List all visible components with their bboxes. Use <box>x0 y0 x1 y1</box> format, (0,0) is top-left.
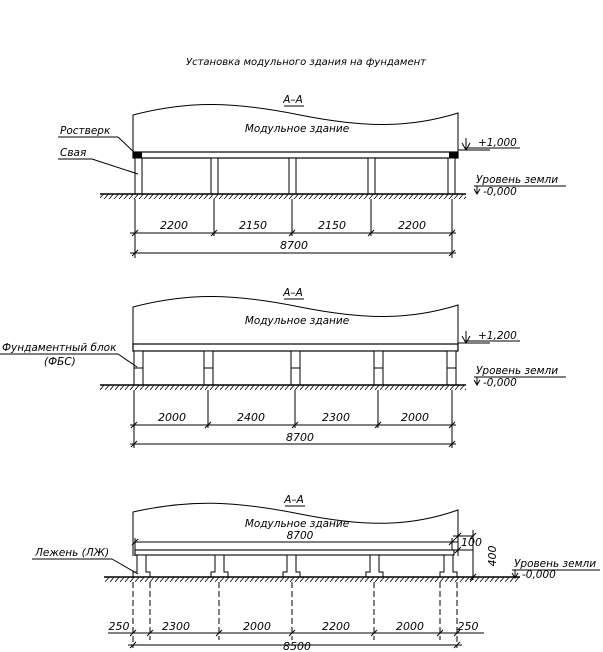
section-3-dim-small: 100 <box>461 536 482 549</box>
section-3-edge-right: 250 <box>458 620 479 633</box>
section-2-dim-3: 2300 <box>322 411 350 424</box>
section-2-building-label: Модульное здание <box>245 315 349 327</box>
section-3-building-width: 8700 <box>287 530 314 542</box>
section-1-building-label: Модульное здание <box>245 123 349 135</box>
section-1-dim-3: 2150 <box>318 219 346 232</box>
section-2-dim-4: 2000 <box>401 411 429 424</box>
section-3-building-outline <box>132 502 459 556</box>
section-3-dim-2: 2000 <box>243 620 271 633</box>
section-1-ground-level: -0,000 <box>483 186 517 198</box>
section-2-blocks: А–А Модульное здание Фундаментный блок (… <box>0 287 566 448</box>
section-3-label: А–А <box>283 494 304 506</box>
section-2-ground-label: Уровень земли <box>476 365 558 377</box>
section-2-building-outline <box>132 296 459 345</box>
section-3-edge-left: 250 <box>109 620 130 633</box>
section-2-dim-1: 2000 <box>158 411 186 424</box>
section-3-dim-height: 400 <box>486 546 499 567</box>
section-1-building-outline <box>132 104 459 153</box>
section-2-blocks-group <box>133 350 457 386</box>
section-1-piles-group <box>134 157 456 195</box>
section-1-dim-4: 2200 <box>398 219 426 232</box>
section-3-callout-sleeper: Лежень (ЛЖ) <box>34 547 109 559</box>
section-3-dim-total: 8500 <box>283 640 311 652</box>
section-3-dim-4: 2000 <box>396 620 424 633</box>
section-2-elevation-top: +1,200 <box>478 330 517 342</box>
section-3-sleepers: А–А Модульное здание 8700 Лежень (ЛЖ) <box>32 494 600 652</box>
section-3-ground-label: Уровень земли <box>514 558 596 570</box>
section-2-callout-line1: Фундаментный блок <box>2 342 117 354</box>
section-2-dim-2: 2400 <box>237 411 265 424</box>
section-1-piles: А–А Модульное здание Ростверк Свая <box>58 94 566 258</box>
section-1-dim-2: 2150 <box>239 219 267 232</box>
section-3-building-label: Модульное здание <box>245 518 349 530</box>
section-1-elevation-top: +1,000 <box>478 137 517 149</box>
section-3-dim-1: 2300 <box>162 620 190 633</box>
drawing-title: Установка модульного здания на фундамент <box>186 57 427 68</box>
section-3-ground-level: -0,000 <box>522 569 556 581</box>
section-1-dim-total: 8700 <box>280 239 308 252</box>
section-2-dim-total: 8700 <box>286 431 314 444</box>
section-1-label: А–А <box>282 94 303 106</box>
section-1-ground-label: Уровень земли <box>476 174 558 186</box>
section-1-callout-grillage: Ростверк <box>60 125 111 137</box>
section-1-callout-pile: Свая <box>60 147 86 159</box>
section-2-callout-line2: (ФБС) <box>44 356 76 368</box>
section-3-dim-3: 2200 <box>322 620 350 633</box>
section-3-beam <box>134 549 455 556</box>
section-2-label: А–А <box>282 287 303 299</box>
section-3-sleepers-group <box>132 554 458 577</box>
section-1-dim-1: 2200 <box>160 219 188 232</box>
section-2-ground-level: -0,000 <box>483 377 517 389</box>
section-2-beam <box>132 343 459 352</box>
section-1-grillage <box>132 151 459 159</box>
